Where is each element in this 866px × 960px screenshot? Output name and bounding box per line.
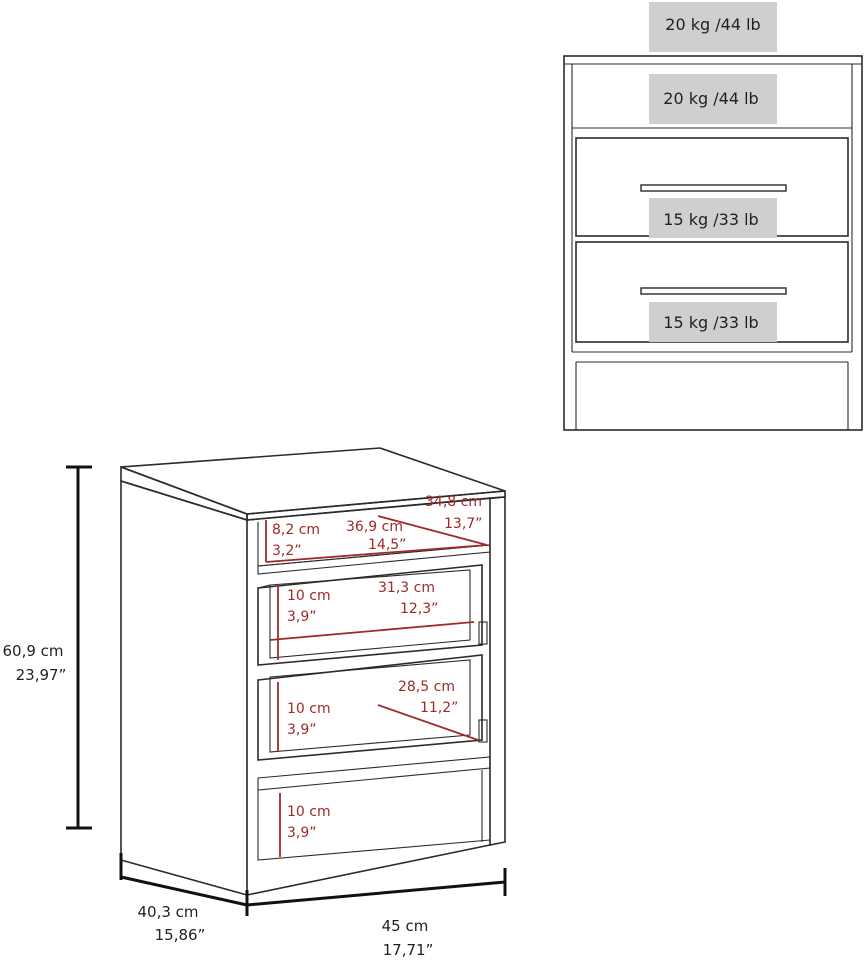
load-label-drawer-1: 15 kg /33 lb — [663, 210, 758, 229]
overall-dimensions: 60,9 cm 23,97” 40,3 cm 15,86” 45 cm 17,7… — [2, 465, 507, 959]
overall-depth-cm: 40,3 cm — [137, 903, 198, 921]
shelf-height-in: 3,2” — [272, 543, 302, 559]
overall-width-cm: 45 cm — [382, 917, 429, 935]
drawer-1-height-in: 3,9” — [287, 609, 317, 625]
iso-drawer-1-front — [257, 564, 483, 666]
front-view: 20 kg /44 lb 20 kg /44 lb 15 kg /33 lb 1… — [563, 2, 863, 431]
load-label-shelf: 20 kg /44 lb — [663, 89, 758, 108]
iso-drawer-1-box — [269, 569, 471, 659]
iso-drawer-1-slide — [478, 621, 488, 645]
iso-shelf-divider — [257, 544, 491, 575]
drawer-1-width-in: 12,3” — [400, 601, 438, 617]
overall-height-in: 23,97” — [16, 666, 67, 684]
overall-height-cm: 60,9 cm — [2, 642, 63, 660]
shelf-height-cm: 8,2 cm — [272, 522, 320, 538]
overall-width-in: 17,71” — [383, 941, 434, 959]
iso-right-panel — [489, 496, 506, 846]
drawer-2-height-in: 3,9” — [287, 722, 317, 738]
overall-depth-line — [120, 875, 248, 907]
iso-left-panel — [120, 479, 248, 897]
load-badge-drawer-2 — [649, 302, 777, 342]
drawer-1-width-line — [269, 621, 475, 641]
shelf-depth-line — [377, 515, 488, 546]
shelf-depth-in: 13,7” — [444, 516, 482, 532]
iso-drawer-2-front — [257, 654, 483, 761]
iso-base-divider — [257, 756, 491, 791]
drawer-1-handle — [640, 184, 787, 192]
load-label-drawer-2: 15 kg /33 lb — [663, 313, 758, 332]
iso-drawer-2-box — [269, 659, 471, 753]
iso-front-bottom-line — [246, 844, 491, 896]
drawer-1-height-cm: 10 cm — [287, 588, 331, 604]
iso-bottom-opening — [257, 790, 491, 861]
overall-depth-in: 15,86” — [155, 926, 206, 944]
iso-top-front-edge — [120, 465, 248, 522]
red-dimensions: 8,2 cm 3,2” 36,9 cm 14,5” 34,8 cm 13,7” … — [265, 494, 488, 857]
drawer-2-depth-cm: 28,5 cm — [398, 679, 455, 695]
bottom-height-cm: 10 cm — [287, 804, 331, 820]
shelf-depth-cm: 34,8 cm — [425, 494, 482, 510]
shelf-width-cm: 36,9 cm — [346, 519, 403, 535]
bottom-height-in: 3,9” — [287, 825, 317, 841]
drawer-2-depth-in: 11,2” — [420, 700, 458, 716]
drawer-2-height-cm: 10 cm — [287, 701, 331, 717]
shelf-width-line — [265, 544, 488, 563]
drawer-1-width-cm: 31,3 cm — [378, 580, 435, 596]
iso-drawer-1-corner — [257, 584, 271, 589]
overall-width-line — [246, 880, 506, 907]
load-badge-drawer-1 — [649, 198, 777, 238]
load-badge-shelf — [649, 74, 777, 124]
drawer-2-depth-line — [377, 704, 479, 741]
load-badge-top — [649, 2, 777, 52]
drawer-2-handle — [640, 287, 787, 295]
iso-drawer-2-slide — [478, 719, 488, 743]
front-outer-frame — [563, 55, 863, 431]
load-label-top: 20 kg /44 lb — [665, 15, 760, 34]
iso-front-top-line — [246, 497, 491, 521]
shelf-width-in: 14,5” — [368, 537, 406, 553]
isometric-view — [120, 447, 506, 897]
